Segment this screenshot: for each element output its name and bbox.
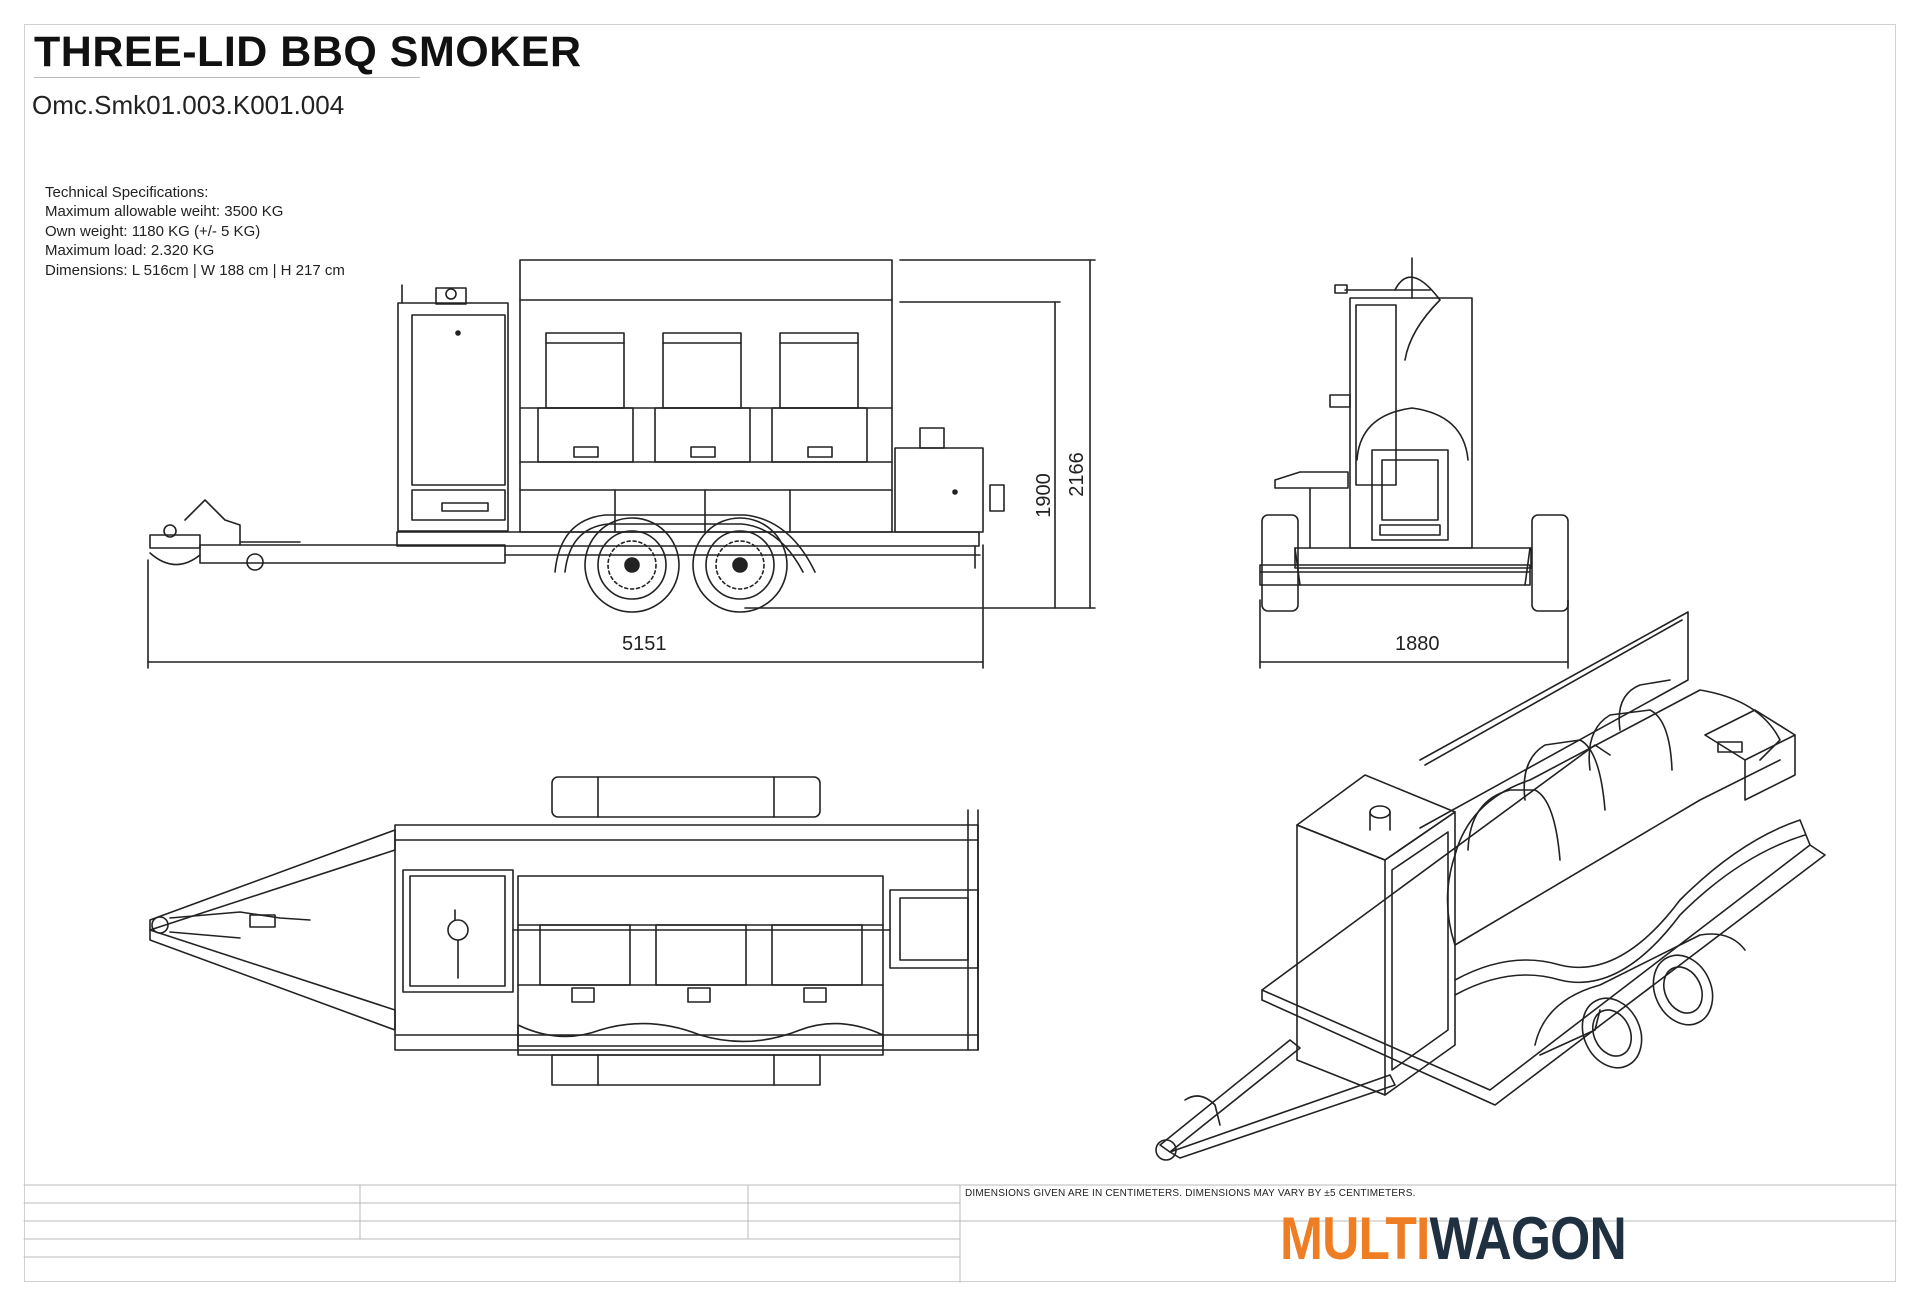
dimension-length: 5151 [622,633,667,655]
drawing-title: THREE-LID BBQ SMOKER [34,28,582,76]
side-view [147,259,1096,669]
drawing-code: Omc.Smk01.003.K001.004 [32,90,345,120]
dimensions-note: DIMENSIONS GIVEN ARE IN CENTIMETERS. DIM… [965,1188,1416,1199]
dimension-height-total: 2166 [1065,452,1088,497]
spec-max-load: Maximum load: 2.320 KG [45,242,215,260]
spec-max-weight: Maximum allowable weiht: 3500 KG [45,203,284,221]
side-wheel-rear [692,517,788,613]
title-block [23,1184,1897,1283]
logo-text-multi: MULTI [1280,1205,1430,1272]
spec-own-weight: Own weight: 1180 KG (+/- 5 KG) [45,222,261,240]
multiwagon-logo: MULTIWAGON [1280,1204,1627,1273]
top-view [149,776,979,1086]
spec-dimensions: Dimensions: L 516cm | W 188 cm | H 217 c… [45,261,345,279]
dimension-height-body: 1900 [1032,473,1055,518]
technical-specifications: Technical Specifications: Maximum allowa… [45,183,345,280]
dimension-width: 1880 [1395,633,1440,655]
title-underline [34,77,420,78]
side-wheel-front [584,517,680,613]
specs-heading: Technical Specifications: [45,184,209,201]
logo-text-wagon: WAGON [1429,1205,1626,1272]
front-view [1259,257,1569,669]
isometric-view [1155,611,1826,1161]
